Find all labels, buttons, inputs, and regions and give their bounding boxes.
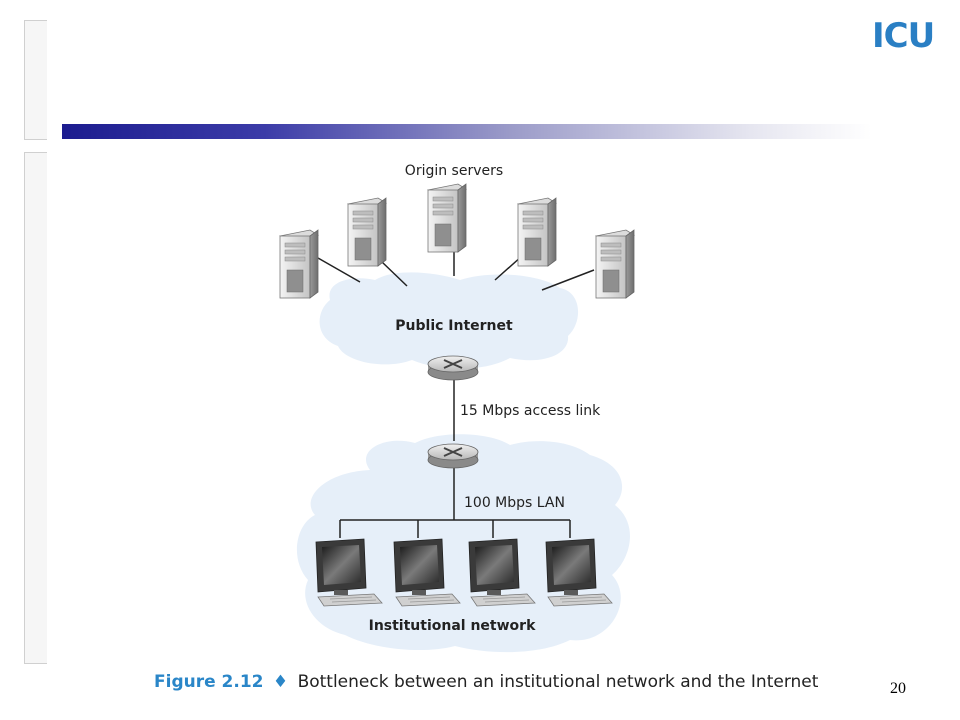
internet-router — [427, 355, 479, 381]
institution-router — [427, 443, 479, 469]
caption-bullet: ♦ — [272, 672, 289, 692]
sidebar-frame-top — [24, 20, 47, 140]
caption-text: Bottleneck between an institutional netw… — [297, 672, 819, 692]
figure-number: Figure 2.12 — [154, 672, 264, 692]
origin-server — [279, 229, 319, 299]
origin-server — [427, 183, 467, 253]
network-diagram: Origin servers Public Internet 15 Mbps a… — [150, 150, 830, 670]
institutional-network-label: Institutional network — [369, 618, 536, 634]
public-internet-cloud — [319, 272, 579, 369]
origin-server — [595, 229, 635, 299]
origin-server — [347, 197, 387, 267]
icu-logo: ICU — [872, 16, 935, 56]
origin-server — [517, 197, 557, 267]
figure-caption: Figure 2.12 ♦ Bottleneck between an inst… — [154, 672, 818, 692]
sidebar-frame-bottom — [24, 152, 47, 664]
access-link-label: 15 Mbps access link — [460, 403, 601, 419]
origin-servers-label: Origin servers — [405, 163, 503, 179]
public-internet-label: Public Internet — [395, 318, 513, 334]
institutional-network-cloud — [296, 434, 630, 653]
page-number: 20 — [890, 680, 906, 697]
title-gradient-bar — [62, 124, 872, 139]
lan-label: 100 Mbps LAN — [464, 495, 565, 511]
